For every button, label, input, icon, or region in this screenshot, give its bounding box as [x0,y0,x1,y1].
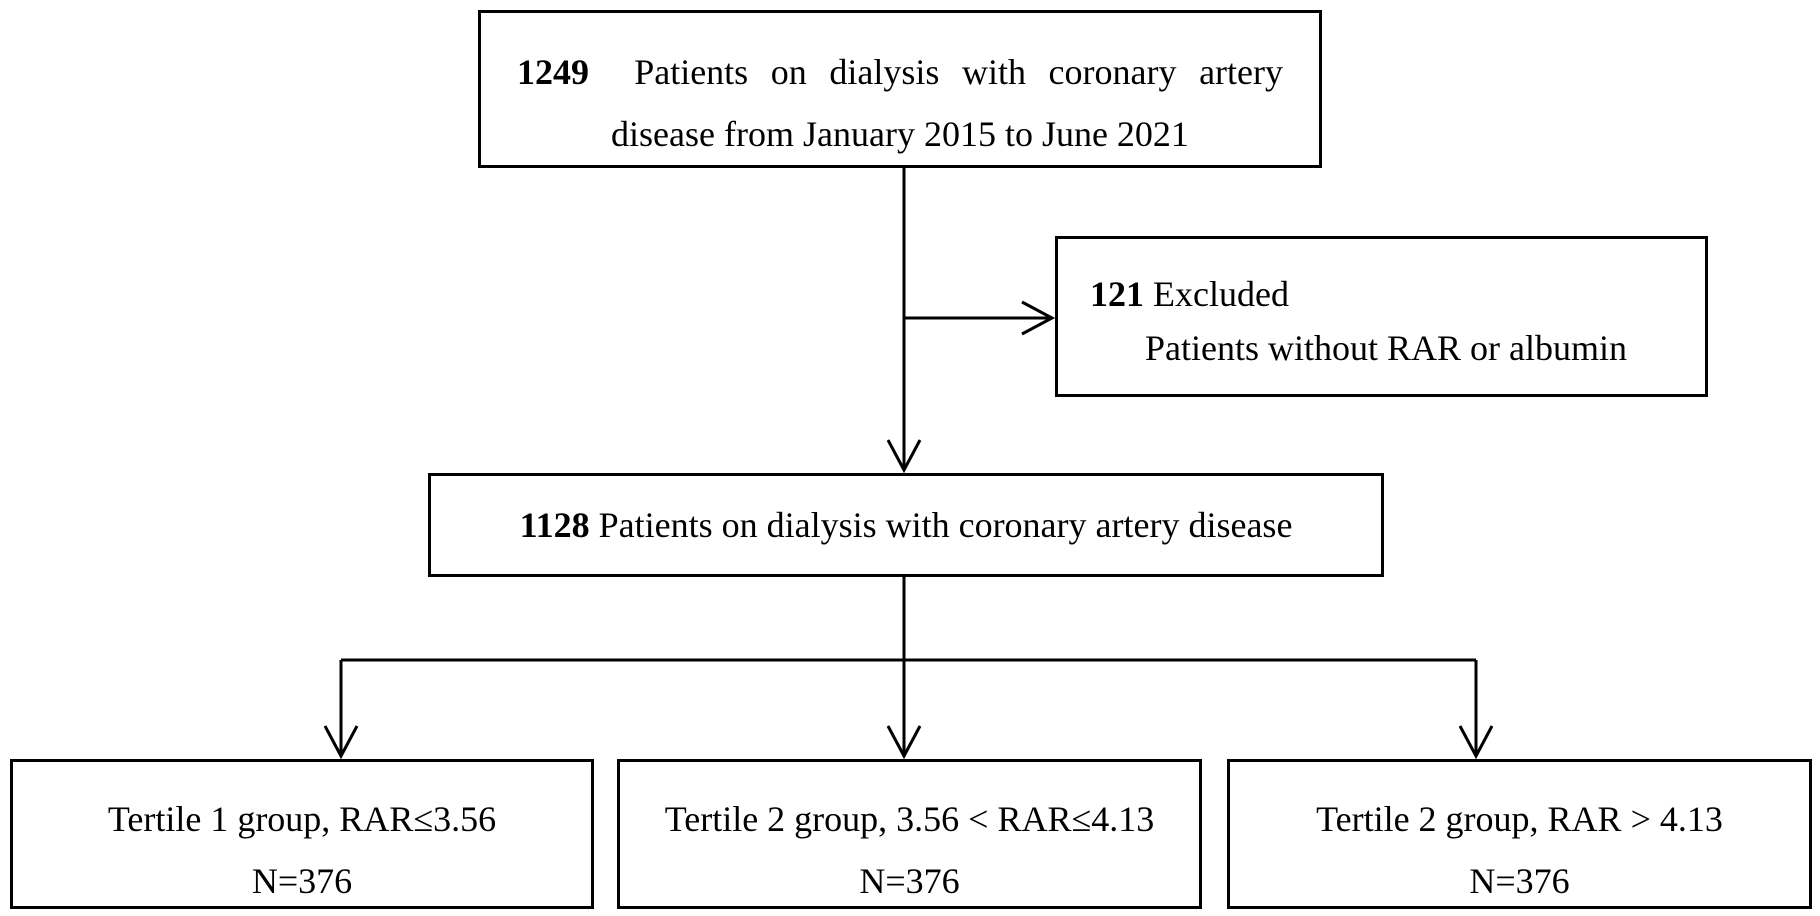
excluded-heading: 121 Excluded [1090,267,1705,321]
arrowhead-tertile-2 [886,725,922,760]
arrowhead-tertile-1 [323,725,359,760]
excluded-count: 121 [1090,274,1144,314]
arrowhead-excluded [1021,300,1056,336]
tertile-1-n: N=376 [251,861,353,901]
enrollment-box: 1249 Patients on dialysis with coronary … [478,10,1322,168]
tertile-1-box: Tertile 1 group, RAR≤3.56 N=376 [10,759,594,909]
excluded-label: Excluded [1153,274,1289,314]
tertile-3-box: Tertile 2 group, RAR > 4.13 N=376 [1227,759,1812,909]
enrollment-count: 1249 [517,52,589,92]
tertile-2-n: N=376 [859,861,960,901]
arrowhead-tertile-3 [1458,725,1494,760]
tertile-2-label: Tertile 2 group, 3.56 < RAR≤4.13 [664,799,1155,839]
enrollment-line-1: 1249 Patients on dialysis with coronary … [517,41,1283,103]
excluded-box: 121 Excluded Patients without RAR or alb… [1055,236,1708,397]
excluded-reason: Patients without RAR or albumin [1145,328,1627,368]
tertile-1-label: Tertile 1 group, RAR≤3.56 [107,799,497,839]
enrollment-text-1: Patients on dialysis with coronary arter… [634,52,1284,92]
included-count: 1128 [519,505,590,545]
tertile-3-label: Tertile 2 group, RAR > 4.13 [1316,799,1723,839]
included-text: Patients on dialysis with coronary arter… [598,505,1293,545]
tertile-3-n: N=376 [1469,861,1570,901]
included-box: 1128 Patients on dialysis with coronary … [428,473,1384,577]
tertile-2-box: Tertile 2 group, 3.56 < RAR≤4.13 N=376 [617,759,1202,909]
arrowhead-after [886,439,922,474]
enrollment-text-2: disease from January 2015 to June 2021 [611,114,1189,154]
